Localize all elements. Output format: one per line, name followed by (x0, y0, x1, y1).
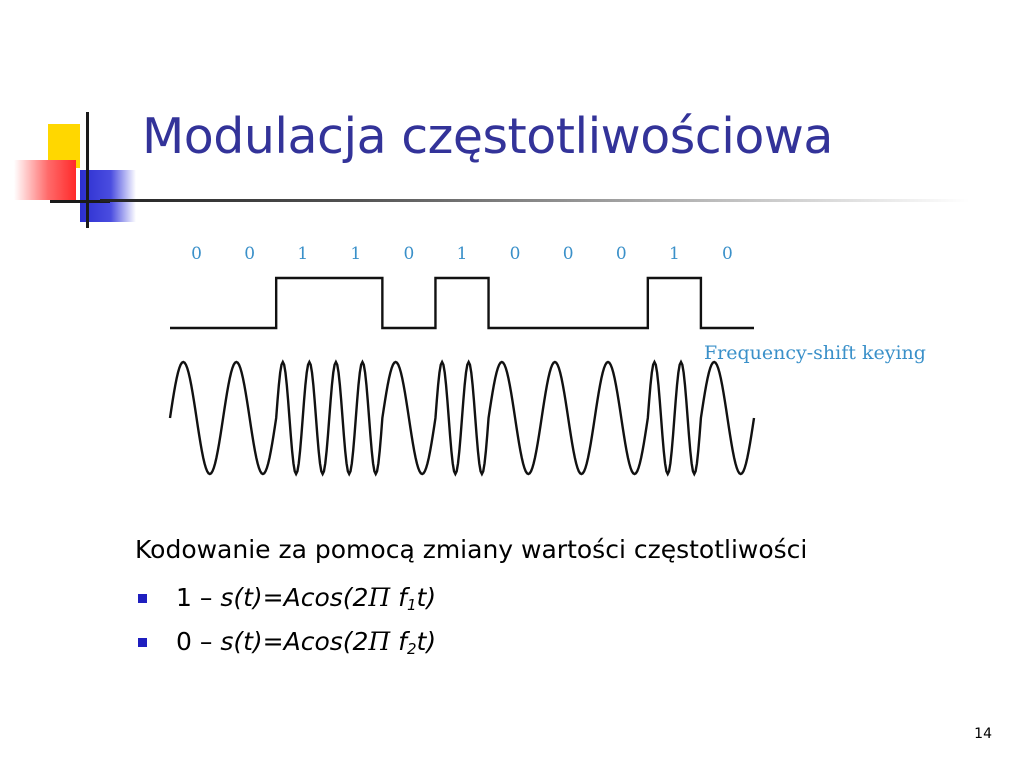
bit-labels: 0 0 1 1 0 1 0 0 0 1 0 (191, 244, 733, 264)
formula-prefix: s(t)=Acos(2 (220, 627, 369, 656)
fsk-label: Frequency-shift keying (704, 342, 926, 364)
fsk-diagram: 0 0 1 1 0 1 0 0 0 1 0 Frequency-shift keying (152, 232, 964, 496)
formula-pi: Π (368, 583, 391, 612)
slide-logo-decoration (0, 0, 150, 240)
logo-blue-square (80, 170, 136, 222)
bullet-formula: s(t)=Acos(2Π f2t) (220, 627, 437, 658)
formula-suffix: t) (416, 583, 437, 612)
bit-label: 0 (244, 244, 255, 264)
bit-label: 0 (616, 244, 627, 264)
fsk-diagram-svg: 0 0 1 1 0 1 0 0 0 1 0 Frequency-shift keying (168, 244, 926, 477)
list-item-bit-1: 1 – s(t)=Acos(2Π f1t) (138, 578, 436, 622)
formula-subscript: 1 (406, 596, 417, 614)
bit-label: 0 (563, 244, 574, 264)
formula-suffix: t) (416, 627, 437, 656)
bit-label: 1 (297, 244, 308, 264)
bullet-formula: s(t)=Acos(2Π f1t) (220, 583, 437, 614)
formula-f: f (390, 627, 407, 656)
digital-signal (170, 276, 754, 330)
bit-label: 0 (403, 244, 414, 264)
bit-label: 0 (510, 244, 521, 264)
logo-horizontal-line (50, 200, 110, 203)
logo-red-square (14, 160, 76, 200)
formula-prefix: s(t)=Acos(2 (220, 583, 369, 612)
bullet-dash: – (199, 583, 213, 612)
bullet-bit: 1 (176, 583, 192, 612)
title-underline (100, 199, 970, 202)
formula-pi: Π (368, 627, 391, 656)
list-item-bit-0: 0 – s(t)=Acos(2Π f2t) (138, 622, 436, 666)
page-number: 14 (974, 726, 992, 742)
formula-list: 1 – s(t)=Acos(2Π f1t) 0 – s(t)=Acos(2Π f… (138, 578, 436, 666)
bit-label: 1 (457, 244, 468, 264)
formula-subscript: 2 (406, 640, 417, 658)
bullet-square-icon (138, 594, 147, 603)
formula-f: f (390, 583, 407, 612)
bit-label: 0 (722, 244, 733, 264)
bullet-bit: 0 (176, 627, 192, 656)
fsk-waveform (168, 359, 756, 477)
bit-label: 1 (669, 244, 680, 264)
bit-label: 1 (350, 244, 361, 264)
logo-vertical-line (86, 112, 89, 228)
bullet-dash: – (199, 627, 213, 656)
description-text: Kodowanie za pomocą zmiany wartości częs… (135, 535, 808, 564)
bullet-square-icon (138, 638, 147, 647)
bit-label: 0 (191, 244, 202, 264)
slide-title: Modulacja częstotliwościowa (142, 108, 833, 165)
